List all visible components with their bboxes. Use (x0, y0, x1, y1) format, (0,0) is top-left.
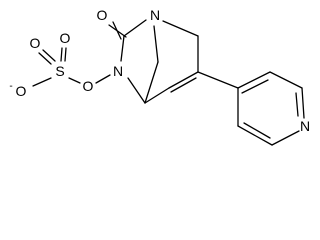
bond-bridgehead-n-to-ring-ch2 (162, 20, 199, 37)
bond-pyridine-c6-c5-double-inner (243, 122, 271, 139)
bond-pyridine-c2-to-n (301, 87, 305, 119)
atom-label-sulfonyl-oxygen-left: O (30, 35, 41, 51)
bond-ester-o-to-sulfur (68, 77, 81, 84)
bond-pyridine-c6-to-c5 (237, 125, 273, 146)
bond-sulfur-to-o-right-a (60, 47, 63, 62)
atom-label-carbonyl-oxygen: O (97, 7, 108, 23)
bond-sulfur-to-anionic-o (32, 77, 52, 87)
bond-methylene-to-bridgehead-n (153, 25, 159, 63)
atom-label-hydroxylamine-nitrogen: N (113, 63, 123, 79)
bond-carbonyl-c-to-ring-n (120, 35, 125, 62)
bond-vinyl-ch-to-bridgehead-ch (144, 87, 170, 104)
bond-sulfur-to-o-left-b (38, 52, 52, 65)
atom-label-sulfonyl-oxygen-right: O (60, 30, 71, 46)
bond-ring-n-to-bridgehead-ch (127, 77, 146, 104)
atom-label-sulfur: S (55, 63, 64, 79)
bond-bridgehead-ch-to-methylene (144, 61, 159, 104)
bond-vinyl-c-to-pyridine (197, 71, 239, 89)
atom-label-ester-oxygen: O (83, 78, 94, 94)
bond-pyridine-c3-to-c2 (269, 71, 303, 89)
atom-label-anionic-oxygen: O (16, 83, 27, 99)
atom-charge-anionic-oxygen: - (9, 81, 12, 92)
bond-sulfur-to-o-left-a (42, 49, 56, 62)
bond-vinyl-c-to-vinyl-ch (168, 71, 199, 89)
atom-label-pyridine-nitrogen: N (300, 118, 310, 134)
chemical-structure-diagram: O N N O S O O O - N (9, 7, 310, 146)
atom-label-bridgehead-nitrogen: N (150, 7, 160, 23)
bond-carbonyl-c-to-o-inner (108, 24, 127, 38)
bond-pyridine-c2-n-double-inner (295, 92, 299, 117)
bond-sulfur-to-o-right-b (64, 47, 67, 62)
bond-vinyl-double-inner (170, 77, 197, 93)
bond-pyridine-c4-to-c3 (237, 71, 271, 89)
bond-carbonyl-c-to-bridgehead-n (123, 19, 147, 37)
bond-pyridine-c4-c3-double-inner (241, 79, 269, 94)
bond-ring-n-to-ester-o (95, 74, 111, 84)
bond-pyridine-n-to-c6 (271, 130, 300, 146)
